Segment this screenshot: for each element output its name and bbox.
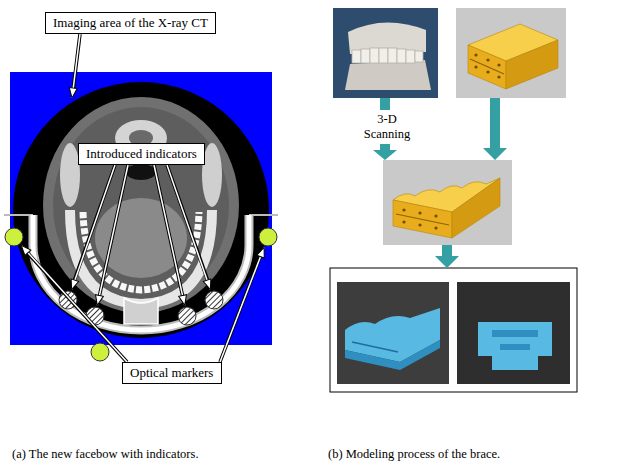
tongue: [95, 198, 187, 278]
teeth: [83, 212, 199, 290]
indicator: [205, 291, 223, 309]
leader-arrow: [167, 165, 210, 290]
blue-background: [10, 72, 272, 345]
brace-model-image: [456, 8, 566, 98]
ramus-left: [60, 143, 80, 207]
ct-slice: [43, 97, 239, 313]
ct-imaging-area: [13, 82, 269, 338]
head-tissue: [43, 97, 239, 313]
merged-model-image: [383, 160, 512, 245]
callout-text: Introduced indicators: [86, 146, 197, 162]
facebow-outline: [33, 215, 249, 330]
merged-block: [393, 178, 500, 238]
facebow: [33, 215, 249, 330]
lower-cast: [345, 60, 431, 90]
leader-arrow: [72, 34, 80, 98]
optical-marker: [259, 228, 277, 246]
callout-text: Optical markers: [130, 365, 214, 381]
optical-marker: [5, 228, 23, 246]
leader-arrow: [154, 165, 185, 305]
leader-arrow: [97, 165, 128, 305]
leader-arrows: [21, 34, 264, 362]
callout-box: Imaging area of the X-ray CT: [45, 12, 216, 34]
leader-arrow: [21, 245, 127, 362]
brace-photo: [457, 282, 570, 384]
panel-caption: (a) The new facebow with indicators.: [12, 447, 302, 462]
arrow-head: [373, 144, 397, 160]
cast-photo: [333, 8, 438, 98]
leader-arrow: [220, 247, 264, 362]
callout-box: Optical markers: [122, 362, 222, 384]
brace-photo: [337, 282, 449, 384]
arrow: [435, 245, 459, 268]
indicator: [178, 307, 196, 325]
leader-arrow: [72, 165, 115, 290]
callout-box: Introduced indicators: [78, 143, 205, 165]
callout-text: Imaging area of the X-ray CT: [53, 15, 208, 31]
step-label: 3-D Scanning: [355, 112, 419, 142]
bite-plate: [124, 298, 158, 324]
arrow: [483, 98, 507, 160]
inner-tissue: [53, 107, 229, 303]
airway: [126, 164, 156, 180]
cast-teeth: [352, 48, 423, 63]
printed-brace-front: [478, 322, 552, 370]
mandible: [70, 210, 212, 304]
result-frame: [330, 268, 577, 392]
arrow-shaft: [380, 98, 390, 110]
brace-block: [468, 24, 558, 89]
ramus-right: [202, 143, 222, 207]
panel-caption: (b) Modeling process of the brace.: [328, 447, 618, 462]
printed-brace: [345, 308, 440, 370]
optical-marker: [91, 343, 109, 361]
